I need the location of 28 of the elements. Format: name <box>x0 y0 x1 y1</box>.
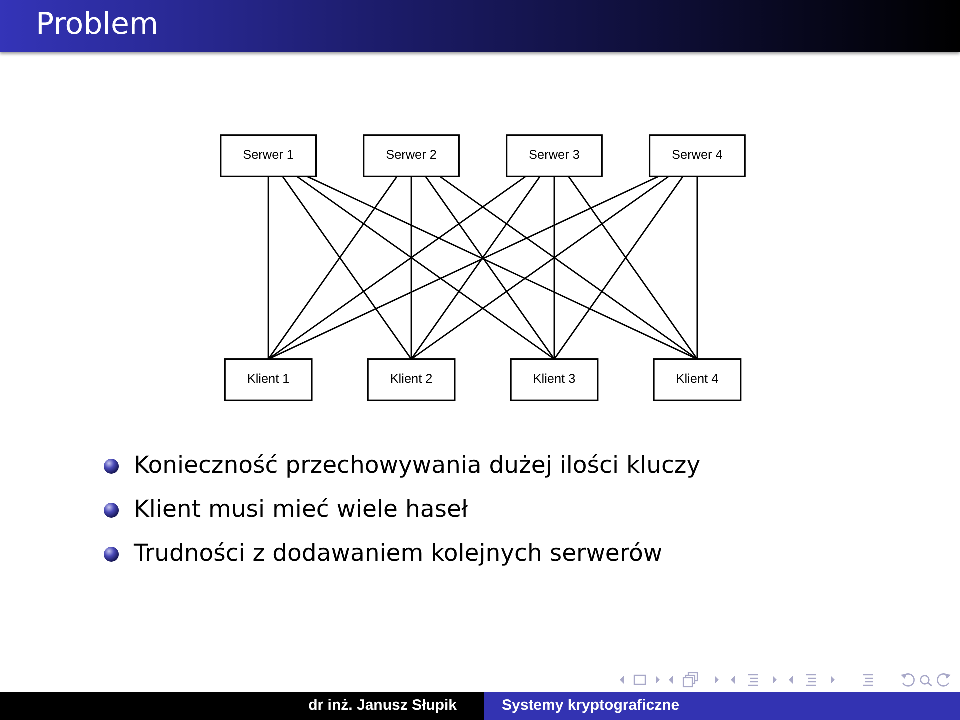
connector-line <box>440 176 698 360</box>
connector-line <box>410 176 541 360</box>
connector-line <box>554 176 684 360</box>
author-name: dr inż. Janusz Słupik <box>308 697 457 715</box>
bullet-text: Trudności z dodawaniem kolejnych serwerów <box>134 538 663 569</box>
bullet-text: Konieczność przechowywania dużej ilości kluczy <box>134 450 701 481</box>
process-box: Serwer 3 <box>506 134 603 178</box>
connector-line <box>554 176 556 360</box>
process-box: Klient 3 <box>510 358 599 402</box>
connector-line <box>425 176 556 360</box>
connector-line <box>268 176 398 360</box>
connector-line <box>268 176 526 360</box>
process-box: Klient 4 <box>653 358 742 402</box>
process-box: Serwer 4 <box>649 134 746 178</box>
connector-line <box>411 176 670 360</box>
connector-line <box>296 176 555 360</box>
process-box: Klient 2 <box>367 358 456 402</box>
connector-line <box>268 176 270 360</box>
connector-line <box>696 176 698 360</box>
connector-line <box>568 176 698 360</box>
bullet-text: Klient musi mieć wiele haseł <box>134 494 468 525</box>
process-box: Serwer 1 <box>220 134 317 178</box>
process-box: Serwer 2 <box>363 134 460 178</box>
footer-title: Systemy kryptograficzne <box>502 697 680 715</box>
process-box: Klient 1 <box>224 358 313 402</box>
connector-line <box>410 176 412 360</box>
slide-title: Problem <box>36 7 159 43</box>
connector-line <box>282 176 412 360</box>
